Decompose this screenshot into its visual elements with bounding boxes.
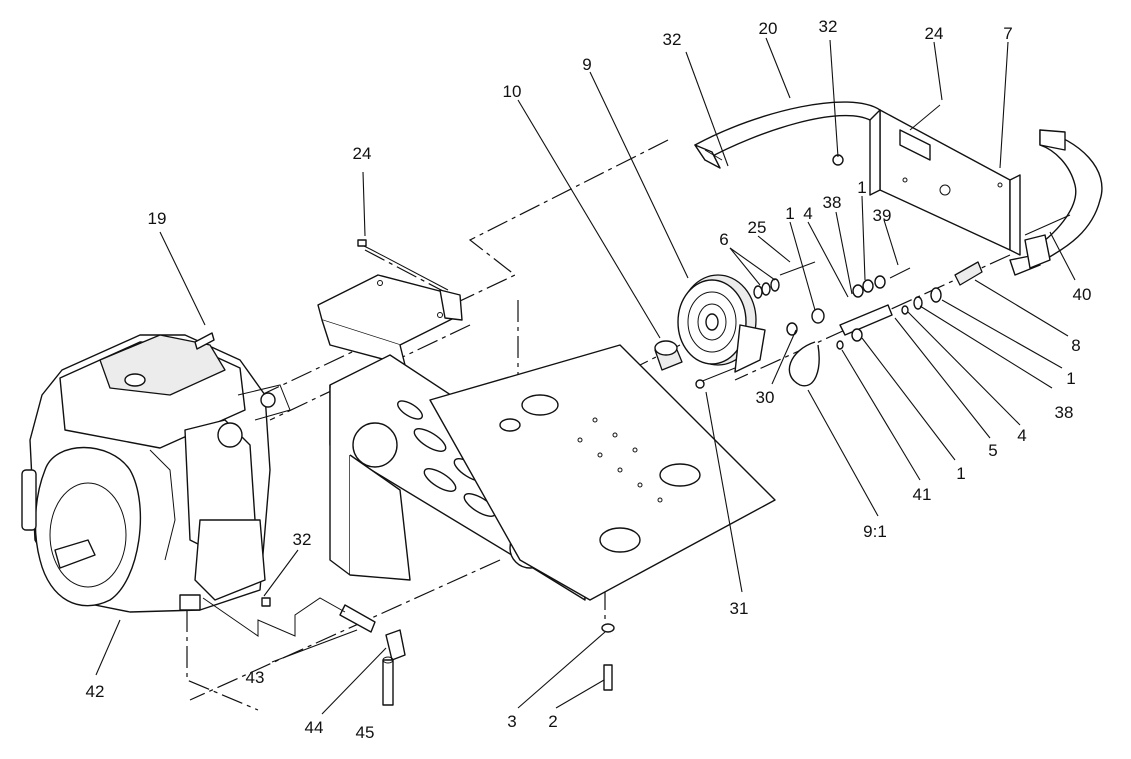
clutch-wire-strap: [788, 341, 820, 387]
callout-42: 42: [86, 682, 105, 701]
base-plate: [429, 344, 776, 601]
callout-32-left: 32: [293, 530, 312, 549]
callout-7: 7: [1003, 24, 1012, 43]
belt-guard: [694, 101, 881, 169]
spacer-bushing: [654, 340, 683, 371]
callout-41: 41: [913, 485, 932, 504]
engine-assembly: [21, 334, 291, 613]
callout-10: 10: [503, 82, 522, 101]
callout-1-top: 1: [857, 178, 866, 197]
callout-31: 31: [730, 599, 749, 618]
callout-8: 8: [1071, 336, 1080, 355]
callout-3: 3: [507, 712, 516, 731]
callout-labels: 32 20 32 24 7 9 10 24 19 1 38 39 4 1 25 …: [86, 17, 1092, 742]
callout-1-mid: 1: [785, 204, 794, 223]
mounting-bracket: [869, 109, 1041, 276]
hardware-washers: [695, 104, 1071, 389]
callout-43: 43: [246, 668, 265, 687]
callout-1-bottom: 1: [956, 464, 965, 483]
leader-lines: [95, 37, 1076, 715]
callout-32-top-right: 32: [819, 17, 838, 36]
callout-25: 25: [748, 218, 767, 237]
electric-clutch: [677, 274, 766, 373]
callout-5: 5: [988, 441, 997, 460]
callout-4-top: 4: [803, 204, 812, 223]
callout-32-top-left: 32: [663, 30, 682, 49]
callout-1-right: 1: [1066, 369, 1075, 388]
bottom-hardware: [202, 597, 615, 706]
callout-9-1: 9:1: [863, 522, 887, 541]
callout-45: 45: [356, 723, 375, 742]
decal-part: [194, 332, 215, 350]
callout-38-right: 38: [1055, 403, 1074, 422]
callout-24-top-right: 24: [925, 24, 944, 43]
callout-2: 2: [548, 712, 557, 731]
belt-guard-right: [1024, 129, 1103, 269]
callout-30: 30: [756, 388, 775, 407]
callout-20: 20: [759, 19, 778, 38]
engine-mount-bracket: [317, 239, 463, 366]
callout-40: 40: [1073, 285, 1092, 304]
callout-4-right: 4: [1017, 426, 1026, 445]
callout-38-top: 38: [823, 193, 842, 212]
callout-9: 9: [582, 55, 591, 74]
callout-39: 39: [873, 206, 892, 225]
callout-19: 19: [148, 209, 167, 228]
callout-24-left: 24: [353, 144, 372, 163]
callout-44: 44: [305, 718, 324, 737]
callout-6: 6: [719, 230, 728, 249]
